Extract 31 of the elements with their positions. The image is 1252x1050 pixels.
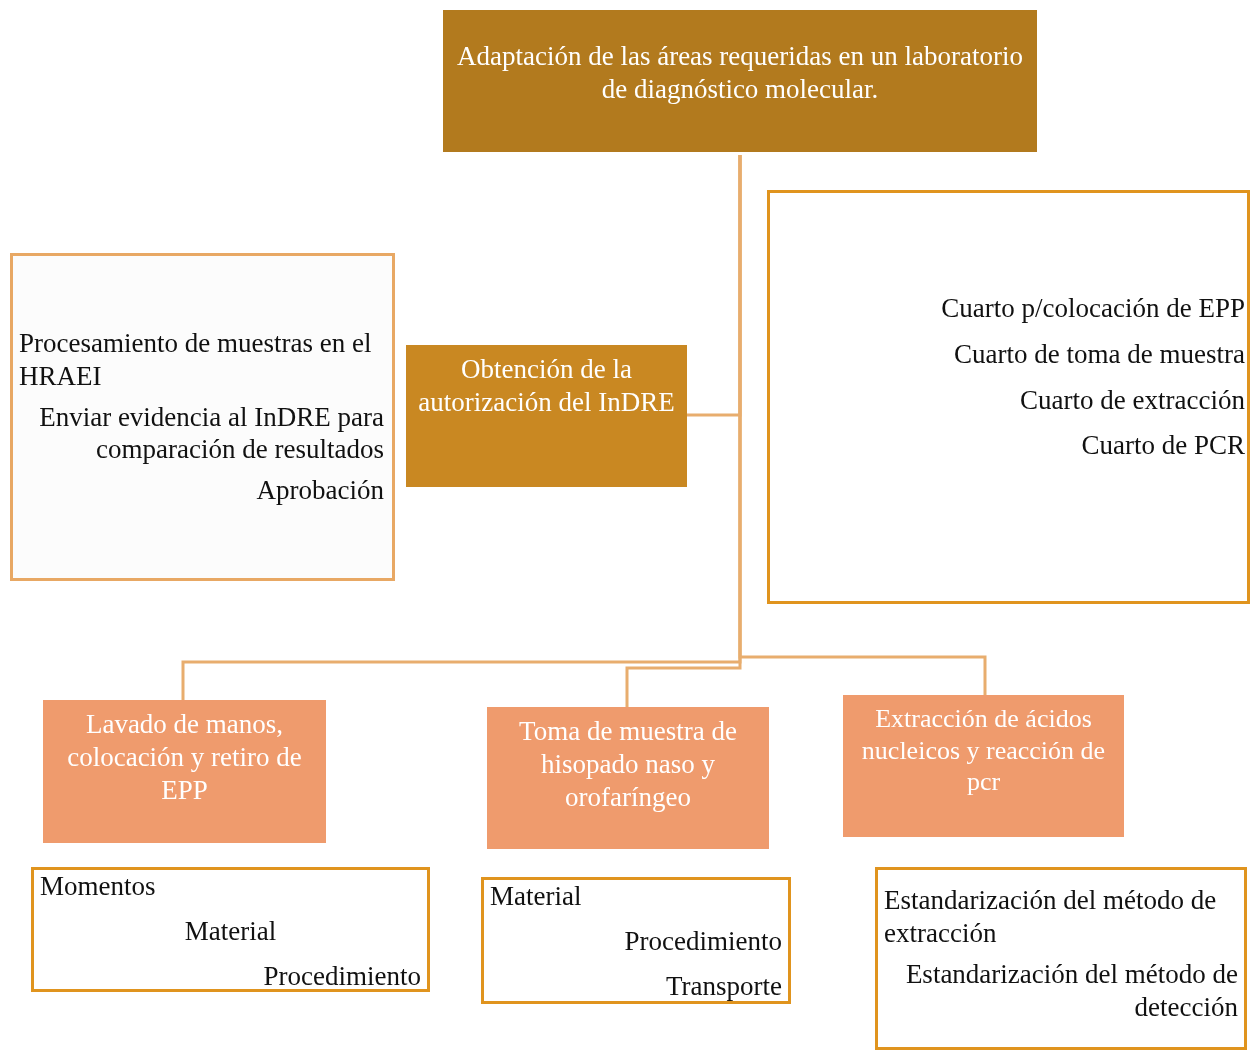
list-item: Estandarización del método de detección <box>904 957 1238 1024</box>
title-box <box>443 10 1037 152</box>
list-item: Material <box>183 914 278 948</box>
box-title: Adaptación de las áreas requeridas en un laboratorio de diagnóstico molecular. <box>456 40 1024 106</box>
box-title: Toma de muestra de hisopado naso y orofaríngeo <box>518 715 738 814</box>
box-title: Obtención de la autorización del InDRE <box>417 353 676 419</box>
list-item: Cuarto de PCR <box>1080 429 1245 463</box>
detail-box <box>875 867 1247 1050</box>
step-box <box>843 695 1124 837</box>
detail-box <box>31 867 430 992</box>
list-item: Cuarto p/colocación de EPP <box>940 291 1245 325</box>
box-title: Extracción de ácidos nucleicos y reacción de pcr <box>860 703 1107 799</box>
list-item: Enviar evidencia al InDRE para comparación de resultados <box>38 400 384 467</box>
connector-line <box>738 155 987 695</box>
list-item: Material <box>490 880 583 913</box>
detail-box <box>481 877 791 1004</box>
process-box <box>406 345 687 487</box>
list-item: Procesamiento de muestras en el HRAEI <box>19 326 373 393</box>
step-box <box>43 700 326 843</box>
step-box <box>487 707 769 849</box>
detail-box <box>10 253 395 581</box>
list-item: Procedimiento <box>623 924 782 958</box>
list-item: Momentos <box>40 870 157 903</box>
list-item: Cuarto de toma de muestra <box>953 337 1245 371</box>
list-item: Aprobación <box>255 474 384 508</box>
list-item: Transporte <box>665 969 782 1003</box>
box-title: Lavado de manos, colocación y retiro de EPP <box>66 708 303 807</box>
list-item: Procedimiento <box>262 959 421 993</box>
list-item: Estandarización del método de extracción <box>884 884 1218 950</box>
detail-box <box>767 190 1250 604</box>
list-item: Cuarto de extracción <box>1019 383 1245 417</box>
